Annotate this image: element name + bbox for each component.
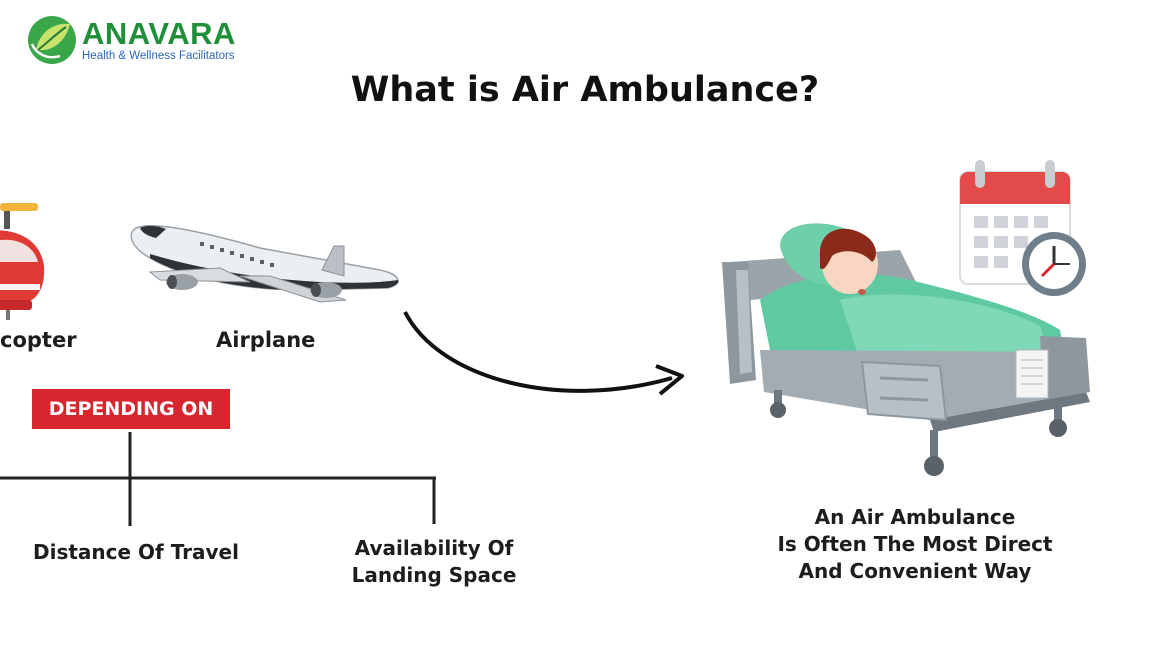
conclusion-line: And Convenient Way — [798, 559, 1032, 583]
conclusion-text: An Air Ambulance Is Often The Most Direc… — [770, 504, 1060, 585]
calendar-clock-icon — [959, 160, 1086, 296]
depending-on-badge: DEPENDING ON — [32, 389, 230, 429]
hospital-bed-icon — [722, 223, 1090, 476]
helicopter-label: copter — [0, 328, 77, 352]
conclusion-line: An Air Ambulance — [814, 505, 1016, 529]
tree-connector — [0, 432, 436, 526]
airplane-label: Airplane — [216, 328, 316, 352]
brand-name: ANAVARA — [82, 16, 236, 51]
brand-tagline: Health & Wellness Facilitators — [82, 50, 235, 62]
factor-distance-label: Distance Of Travel — [33, 540, 239, 564]
helicopter-icon — [0, 203, 45, 320]
leaf-logo-icon — [28, 16, 76, 64]
conclusion-line: Is Often The Most Direct — [777, 532, 1053, 556]
brand-logo: ANAVARA Health & Wellness Facilitators — [26, 14, 266, 70]
curved-arrow-icon — [403, 311, 684, 396]
airplane-icon — [130, 225, 399, 303]
page-title: What is Air Ambulance? — [350, 70, 820, 110]
factor-landing-label: Availability Of Landing Space — [351, 536, 517, 587]
